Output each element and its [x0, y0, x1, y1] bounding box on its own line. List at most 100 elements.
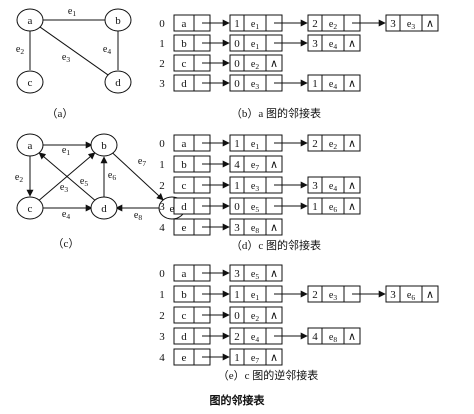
row-index: 4 — [159, 222, 165, 234]
null-pointer: ∧ — [270, 352, 278, 364]
edge-label-e3: e3 — [60, 182, 68, 194]
adj-index: 1 — [234, 18, 240, 30]
edge-info: e6 — [407, 290, 415, 302]
edge-info: e3 — [329, 290, 337, 302]
row-index: 2 — [159, 58, 165, 70]
null-pointer: ∧ — [426, 18, 434, 30]
vertex-d — [90, 196, 118, 220]
null-pointer: ∧ — [348, 78, 356, 90]
figure-title: 图的邻接表 — [210, 393, 266, 407]
null-pointer: ∧ — [270, 58, 278, 70]
edge-label-e3: e3 — [62, 52, 70, 64]
next-pointer-cell — [343, 197, 361, 215]
edge-info: e2 — [251, 59, 259, 71]
vertex-cell-label: b — [181, 289, 187, 301]
adj-index: 1 — [234, 289, 240, 301]
vertex-d — [104, 70, 132, 94]
vertex-cell-label: b — [181, 38, 187, 50]
adj-index: 1 — [234, 352, 240, 364]
next-pointer-cell — [265, 264, 283, 282]
edge-info: e2 — [329, 19, 337, 31]
vertex-label-e: e — [170, 203, 175, 215]
adj-index: 1 — [312, 78, 318, 90]
adj-index: 3 — [390, 18, 396, 30]
next-pointer-cell — [421, 285, 439, 303]
adj-index: 2 — [312, 289, 318, 301]
null-pointer: ∧ — [348, 138, 356, 150]
next-pointer-cell — [343, 34, 361, 52]
next-pointer-cell — [343, 74, 361, 92]
edge-info: e2 — [251, 311, 259, 323]
vertex-a — [16, 133, 44, 157]
null-pointer: ∧ — [426, 289, 434, 301]
row-index: 0 — [159, 268, 165, 280]
next-pointer-cell — [421, 14, 439, 32]
next-pointer-cell — [265, 54, 283, 72]
edge-node-e1: 1 e1 — [229, 14, 283, 32]
edge-info: e3 — [251, 181, 259, 193]
edge-label-e6: e6 — [108, 170, 116, 182]
edge-info: e4 — [329, 79, 337, 91]
vertex-cell-label: d — [181, 78, 187, 90]
row-index: 1 — [159, 38, 165, 50]
edge-e5 — [38, 152, 96, 202]
vertex-cell-label: e — [182, 352, 187, 364]
null-pointer: ∧ — [348, 331, 356, 343]
row-index: 3 — [159, 201, 165, 213]
adj-index: 4 — [312, 331, 318, 343]
edge-info: e6 — [329, 202, 337, 214]
adj-index: 1 — [312, 201, 318, 213]
next-pointer-cell — [265, 218, 283, 236]
edge-label-e5: e5 — [80, 176, 88, 188]
edge-info: e4 — [329, 39, 337, 51]
vertex-cell-label: a — [182, 138, 187, 150]
edge-info: e1 — [251, 19, 259, 31]
null-pointer: ∧ — [270, 222, 278, 234]
vertex-label-b: b — [115, 15, 121, 27]
adj-index: 0 — [234, 310, 240, 322]
edge-info: e4 — [329, 181, 337, 193]
vertex-label-d: d — [115, 77, 121, 89]
edge-e3 — [38, 25, 109, 76]
adj-index: 0 — [234, 201, 240, 213]
edge-info: e5 — [251, 202, 259, 214]
list-e-caption: （e）c 图的逆邻接表 — [218, 368, 319, 382]
vertex-cell-label: b — [181, 159, 187, 171]
edge-info: e2 — [329, 139, 337, 151]
vertex-b — [104, 8, 132, 32]
edge-label-e4: e4 — [103, 44, 111, 56]
edge-label-e2: e2 — [16, 44, 24, 56]
edge-label-e2: e2 — [15, 172, 23, 184]
vertex-cell-label: c — [182, 310, 187, 322]
vertex-cell-label: e — [182, 222, 187, 234]
edge-info: e7 — [251, 160, 259, 172]
edge-info: e4 — [251, 332, 259, 344]
adj-index: 3 — [312, 180, 318, 192]
edge-label-e1: e1 — [62, 145, 70, 157]
adj-index: 1 — [234, 138, 240, 150]
edge-info: e3 — [407, 19, 415, 31]
edge-label-e7: e7 — [138, 156, 146, 168]
vertex-c — [16, 70, 44, 94]
row-index: 3 — [159, 78, 165, 90]
edge-label-e4: e4 — [62, 209, 70, 221]
vertex-cell-label: d — [181, 201, 187, 213]
